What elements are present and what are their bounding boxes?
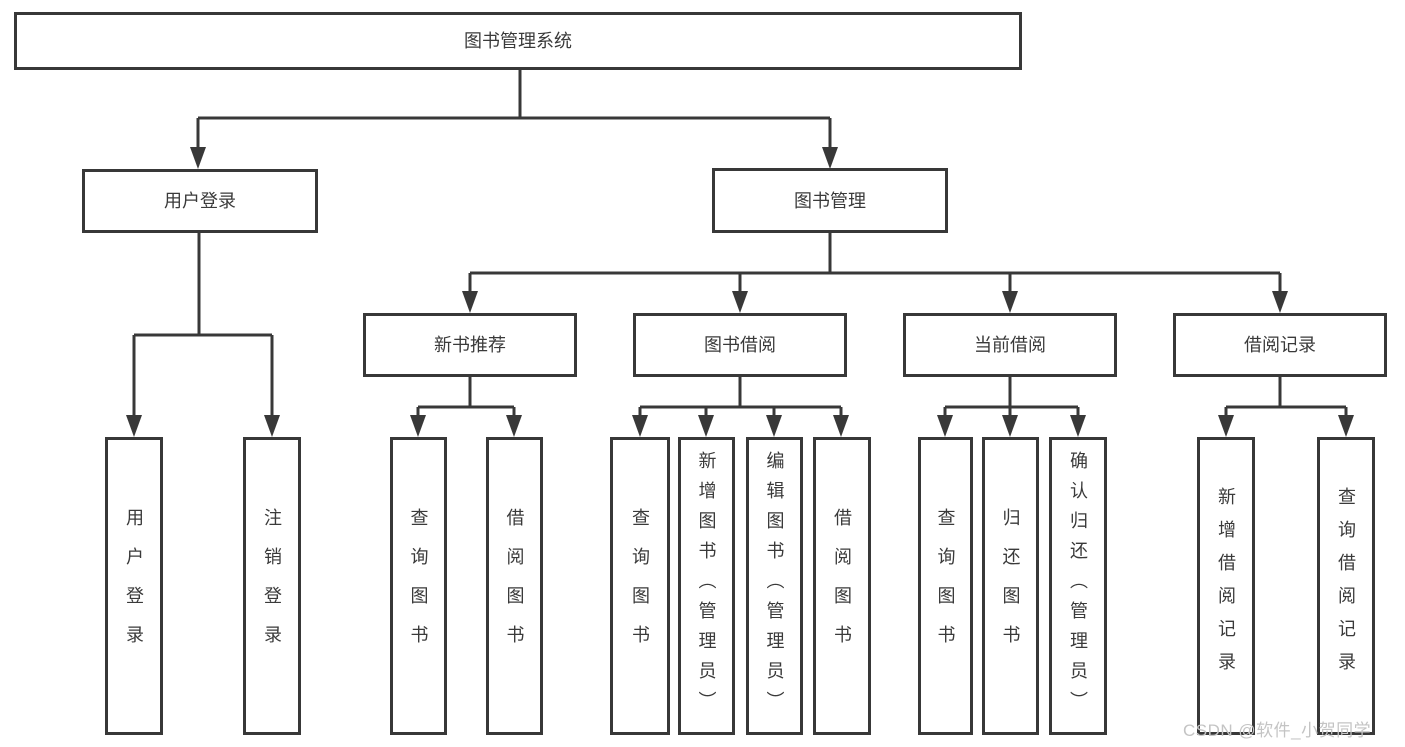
connector-new-book-to-leaves [416, 377, 516, 416]
leaf-records-add-record: 新增借阅记录 [1197, 437, 1255, 735]
connector-records-to-leaves [1224, 377, 1348, 416]
leaf-current-return-books: 归还图书 [982, 437, 1039, 735]
node-book-borrowing-label: 图书借阅 [704, 335, 776, 355]
leaf-user-login-label: 用户登录 [124, 508, 144, 664]
node-book-management: 图书管理 [712, 168, 948, 233]
connector-book-borrow-to-leaves [638, 377, 843, 416]
leaf-borrow-query-books-label: 查询图书 [630, 508, 650, 664]
node-user-login-label: 用户登录 [164, 191, 236, 211]
leaf-borrow-borrow-books-label: 借阅图书 [832, 508, 852, 664]
leaf-newbook-query-books-label: 查询图书 [408, 508, 429, 664]
node-library-system: 图书管理系统 [14, 12, 1022, 70]
arrowhead [1338, 415, 1354, 437]
leaf-borrow-add-books-admin: 新增图书（管理员） [678, 437, 735, 735]
connector-book-mgmt-to-level3 [468, 233, 1282, 292]
node-current-borrowing-label: 当前借阅 [974, 335, 1046, 355]
arrowhead [833, 415, 849, 437]
connector-user-login-to-leaves [132, 233, 274, 416]
arrowheads [126, 147, 1354, 437]
leaf-borrow-edit-books-admin: 编辑图书（管理员） [746, 437, 803, 735]
node-new-book-recommend: 新书推荐 [363, 313, 577, 377]
leaf-records-query-record: 查询借阅记录 [1317, 437, 1375, 735]
leaf-records-add-record-label: 新增借阅记录 [1216, 487, 1236, 685]
leaf-borrow-edit-books-admin-label: 编辑图书（管理员） [764, 451, 785, 721]
node-current-borrowing: 当前借阅 [903, 313, 1117, 377]
node-book-management-label: 图书管理 [794, 190, 866, 211]
node-user-login: 用户登录 [82, 169, 318, 233]
node-book-borrowing: 图书借阅 [633, 313, 847, 377]
arrowhead [506, 415, 522, 437]
arrowhead [1002, 415, 1018, 437]
leaf-logout: 注销登录 [243, 437, 301, 735]
leaf-records-query-record-label: 查询借阅记录 [1336, 487, 1356, 685]
connector-current-borrow-to-leaves [943, 377, 1080, 416]
leaf-current-return-books-label: 归还图书 [1000, 508, 1021, 664]
arrowhead [1002, 291, 1018, 313]
leaf-current-query-books: 查询图书 [918, 437, 973, 735]
connector-root-to-level2 [196, 70, 832, 148]
node-library-system-label: 图书管理系统 [464, 31, 572, 51]
leaf-borrow-borrow-books: 借阅图书 [813, 437, 871, 735]
arrowhead [126, 415, 142, 437]
arrowhead [1272, 291, 1288, 313]
arrowhead [732, 291, 748, 313]
leaf-borrow-add-books-admin-label: 新增图书（管理员） [696, 451, 717, 721]
leaf-logout-label: 注销登录 [262, 508, 282, 664]
arrowhead [410, 415, 426, 437]
leaf-newbook-borrow-books: 借阅图书 [486, 437, 543, 735]
leaf-current-query-books-label: 查询图书 [935, 508, 956, 664]
leaf-borrow-query-books: 查询图书 [610, 437, 670, 735]
node-borrowing-records-label: 借阅记录 [1244, 335, 1316, 355]
leaf-current-confirm-return-admin: 确认归还（管理员） [1049, 437, 1107, 735]
csdn-watermark: CSDN @软件_小贺同学 [1183, 721, 1372, 740]
arrowhead [462, 291, 478, 313]
leaf-user-login: 用户登录 [105, 437, 163, 735]
arrowhead [766, 415, 782, 437]
node-new-book-recommend-label: 新书推荐 [434, 335, 506, 355]
arrowhead [190, 147, 206, 169]
arrowhead [1070, 415, 1086, 437]
arrowhead [937, 415, 953, 437]
arrowhead [822, 147, 838, 169]
leaf-newbook-query-books: 查询图书 [390, 437, 447, 735]
node-borrowing-records: 借阅记录 [1173, 313, 1387, 377]
arrowhead [698, 415, 714, 437]
arrowhead [632, 415, 648, 437]
arrowhead [1218, 415, 1234, 437]
leaf-current-confirm-return-admin-label: 确认归还（管理员） [1068, 451, 1088, 721]
arrowhead [264, 415, 280, 437]
leaf-newbook-borrow-books-label: 借阅图书 [504, 508, 525, 664]
